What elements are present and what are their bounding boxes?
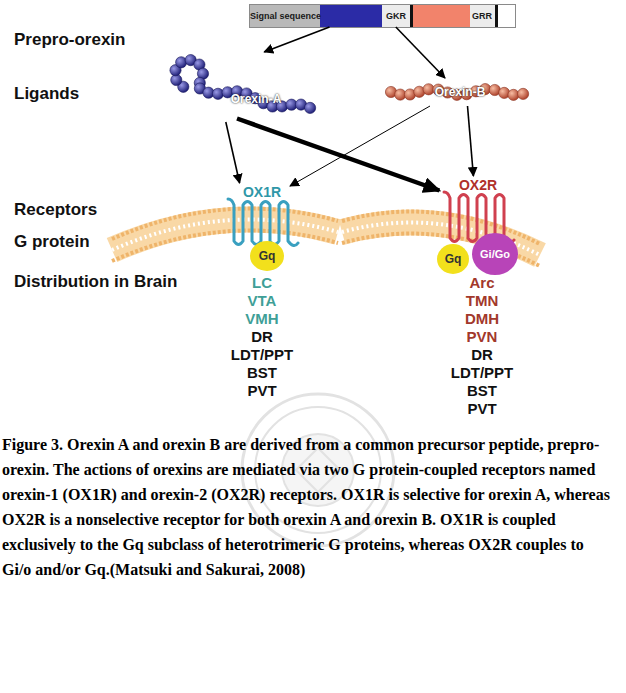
peptide-chain: Orexin-B	[385, 78, 535, 106]
region-label: PVT	[247, 382, 276, 400]
g-protein-label: Gq	[445, 251, 462, 267]
amino-acid-bead	[518, 88, 529, 99]
bar-segment	[320, 5, 382, 27]
g-protein-label: Gq	[259, 248, 276, 264]
receptor: OX2R	[432, 176, 524, 242]
region-label: PVT	[467, 400, 496, 418]
row-label: Receptors	[14, 200, 97, 220]
row-label: Distribution in Brain	[14, 272, 177, 292]
region-label: PVN	[467, 328, 498, 346]
bead-chain	[165, 52, 325, 122]
peptide-chain: Orexin-A	[165, 52, 325, 122]
amino-acid-bead	[305, 102, 316, 113]
region-label: VMH	[245, 310, 278, 328]
helix-path	[228, 199, 298, 246]
row-label: G protein	[14, 232, 90, 252]
bar-segment	[498, 5, 515, 27]
row-label: Prepro-orexin	[14, 30, 125, 50]
binding-arrow	[290, 106, 430, 186]
figure-caption: Figure 3. Orexin A and orexin B are deri…	[2, 432, 617, 582]
g-protein-circle: Gq	[437, 244, 469, 274]
amino-acid-bead	[171, 74, 182, 85]
binding-arrow	[264, 27, 329, 52]
receptor-label: OX2R	[432, 176, 524, 194]
g-protein-circle: Gq	[250, 241, 284, 271]
region-label: DMH	[465, 310, 499, 328]
receptor: OX1R	[222, 183, 302, 245]
peptide-label: Orexin-A	[220, 91, 292, 107]
receptor-label: OX1R	[222, 183, 302, 201]
row-label: Ligands	[14, 84, 79, 104]
region-label: LDT/PPT	[451, 364, 514, 382]
bar-segment	[413, 5, 470, 27]
binding-arrow	[396, 27, 445, 78]
region-label: BST	[247, 364, 277, 382]
region-label: Arc	[469, 274, 494, 292]
region-label: LDT/PPT	[231, 346, 294, 364]
membrane-heads	[112, 231, 338, 261]
region-label: VTA	[248, 292, 277, 310]
binding-arrow	[468, 106, 474, 176]
binding-arrow	[237, 119, 439, 191]
segment-label: GKR	[382, 10, 410, 23]
binding-arrow	[226, 122, 240, 183]
region-label: BST	[467, 382, 497, 400]
segment-label: GRR	[468, 10, 496, 23]
peptide-label: Orexin-B	[385, 84, 535, 100]
segment-label: Signal sequence	[250, 10, 320, 23]
region-label: DR	[471, 346, 493, 364]
precursor-bar: Signal sequence GKR GRR	[250, 5, 515, 27]
region-label: LC	[252, 274, 272, 292]
g-protein-label: Gi/Go	[480, 247, 510, 262]
g-protein-circle: Gi/Go	[472, 233, 518, 275]
region-label: TMN	[466, 292, 499, 310]
region-label: DR	[251, 328, 273, 346]
